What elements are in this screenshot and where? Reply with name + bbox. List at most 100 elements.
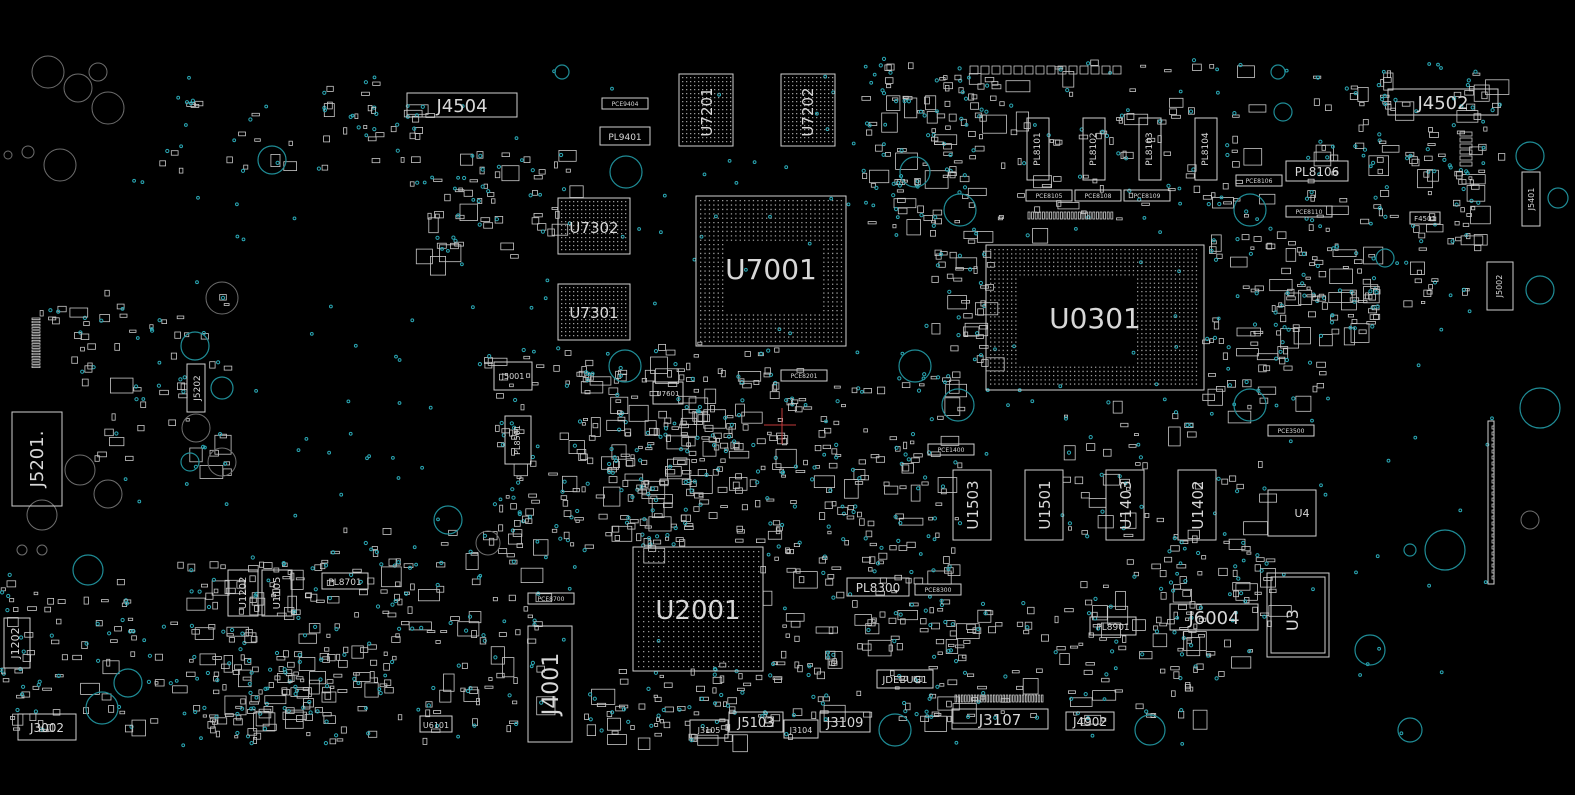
via: [1414, 109, 1419, 114]
component-pce9404[interactable]: PCE9404: [601, 97, 649, 110]
via: [19, 635, 24, 640]
smd-pad: [1064, 608, 1074, 613]
component-pce8108[interactable]: PCE8108: [1074, 189, 1122, 202]
component-u7302[interactable]: U7302: [557, 197, 631, 255]
component-j4902[interactable]: J4902: [1065, 711, 1115, 731]
component-pce3500[interactable]: PCE3500: [1267, 424, 1315, 437]
via: [147, 653, 152, 658]
via: [428, 405, 433, 410]
smd-pad: [367, 105, 373, 112]
via: [947, 289, 952, 294]
via: [521, 519, 526, 524]
via: [929, 417, 934, 422]
smd-pad: [276, 656, 286, 661]
via: [946, 374, 951, 379]
component-u7301[interactable]: U7301: [557, 283, 631, 341]
via: [1376, 83, 1381, 88]
component-pce8105[interactable]: PCE8105: [1025, 189, 1073, 202]
via: [928, 594, 932, 599]
smd-pad: [326, 679, 334, 684]
smd-pad: [72, 654, 82, 661]
smd-pad: [1321, 302, 1328, 310]
via: [296, 615, 301, 621]
component-j4001[interactable]: J4001: [527, 625, 573, 743]
component-pce8700[interactable]: PCE8700: [527, 592, 575, 605]
component-j3105[interactable]: J3105: [689, 719, 729, 739]
component-u7001[interactable]: U7001: [695, 195, 847, 347]
component-pl8901[interactable]: PL8901: [1089, 616, 1137, 636]
smd-pad: [968, 73, 982, 85]
component-label: PL8501: [513, 425, 522, 455]
component-j1202[interactable]: J1202: [3, 617, 31, 669]
smd-pad: [581, 486, 586, 493]
component-pl8101[interactable]: PL8101: [1026, 117, 1050, 181]
component-j5201[interactable]: J5201.: [11, 411, 63, 507]
smd-pad: [116, 579, 125, 586]
component-u4[interactable]: U4: [1267, 489, 1317, 537]
component-j5001[interactable]: J5001: [493, 361, 533, 391]
component-pl8501[interactable]: PL8501: [504, 415, 532, 465]
component-u6101[interactable]: U6101: [419, 715, 453, 733]
component-jdebug1[interactable]: JDEBUG1: [876, 669, 934, 689]
component-j3002[interactable]: J3002: [17, 713, 77, 741]
component-pce1400[interactable]: PCE1400: [927, 443, 975, 456]
smd-pad: [1194, 483, 1203, 490]
smd-pad: [1389, 214, 1399, 218]
component-u3[interactable]: U3: [1266, 572, 1330, 658]
smd-pad: [537, 223, 547, 231]
smd-pad: [649, 390, 660, 397]
component-j5202[interactable]: J5202: [186, 363, 206, 413]
connector-pin: [31, 343, 41, 346]
component-u1105[interactable]: U1105: [261, 569, 293, 617]
via: [543, 296, 548, 301]
component-u0301[interactable]: U0301: [985, 244, 1205, 391]
component-pce8300[interactable]: PCE8300: [914, 583, 962, 596]
component-j6004[interactable]: J6004: [1169, 603, 1259, 631]
component-u1403[interactable]: U1403: [1105, 469, 1145, 541]
component-u1503[interactable]: U1503: [952, 469, 992, 541]
bga-ball-grid: [784, 77, 834, 143]
component-j3107[interactable]: J3107: [951, 708, 1049, 730]
component-pl8104[interactable]: PL8104: [1194, 117, 1218, 181]
component-u2001[interactable]: U2001: [632, 546, 764, 672]
component-u7601[interactable]: U7601: [652, 381, 684, 405]
component-pl8102[interactable]: PL8102: [1082, 117, 1106, 181]
smd-pad: [611, 525, 633, 542]
via: [132, 178, 137, 183]
component-label: J1202: [9, 627, 22, 659]
component-u7202[interactable]: U7202: [780, 73, 836, 147]
component-j5103[interactable]: J5103: [728, 711, 784, 733]
component-pce8201[interactable]: PCE8201: [780, 369, 828, 382]
via: [1416, 363, 1421, 368]
component-pl8103[interactable]: PL8103: [1138, 117, 1162, 181]
smd-pad: [512, 700, 518, 705]
smd-pad: [1068, 690, 1076, 694]
smd-pad: [627, 523, 636, 530]
component-pce8106[interactable]: PCE8106: [1235, 174, 1283, 187]
component-u7201[interactable]: U7201: [678, 73, 734, 147]
component-u1501[interactable]: U1501: [1024, 469, 1064, 541]
component-pl8701[interactable]: PL8701: [321, 572, 369, 590]
component-j5401[interactable]: J5401: [1521, 171, 1541, 227]
smd-pad: [343, 527, 348, 534]
smd-pad: [1030, 713, 1037, 718]
component-j4502[interactable]: J4502: [1387, 88, 1499, 116]
component-j5002[interactable]: J5002: [1486, 261, 1514, 311]
component-pce8109[interactable]: PCE8109: [1123, 189, 1171, 202]
component-pl8106[interactable]: PL8106: [1285, 160, 1349, 182]
via: [538, 192, 542, 197]
component-f4501[interactable]: F4501: [1409, 211, 1441, 225]
via: [189, 568, 194, 573]
smd-pad: [1135, 703, 1144, 710]
smd-pad: [859, 518, 865, 526]
via: [1085, 716, 1091, 721]
component-j4504[interactable]: J4504: [406, 92, 518, 118]
component-j3109[interactable]: J3109: [819, 711, 871, 733]
component-pce8110[interactable]: PCE8110: [1285, 205, 1333, 218]
component-u1202[interactable]: U1202: [227, 569, 259, 617]
component-u1402[interactable]: U1402: [1177, 469, 1217, 541]
via: [946, 566, 951, 571]
component-pl8300[interactable]: PL8300: [846, 577, 910, 597]
component-j3104[interactable]: J3104: [783, 719, 819, 739]
component-pl9401[interactable]: PL9401: [599, 126, 651, 146]
